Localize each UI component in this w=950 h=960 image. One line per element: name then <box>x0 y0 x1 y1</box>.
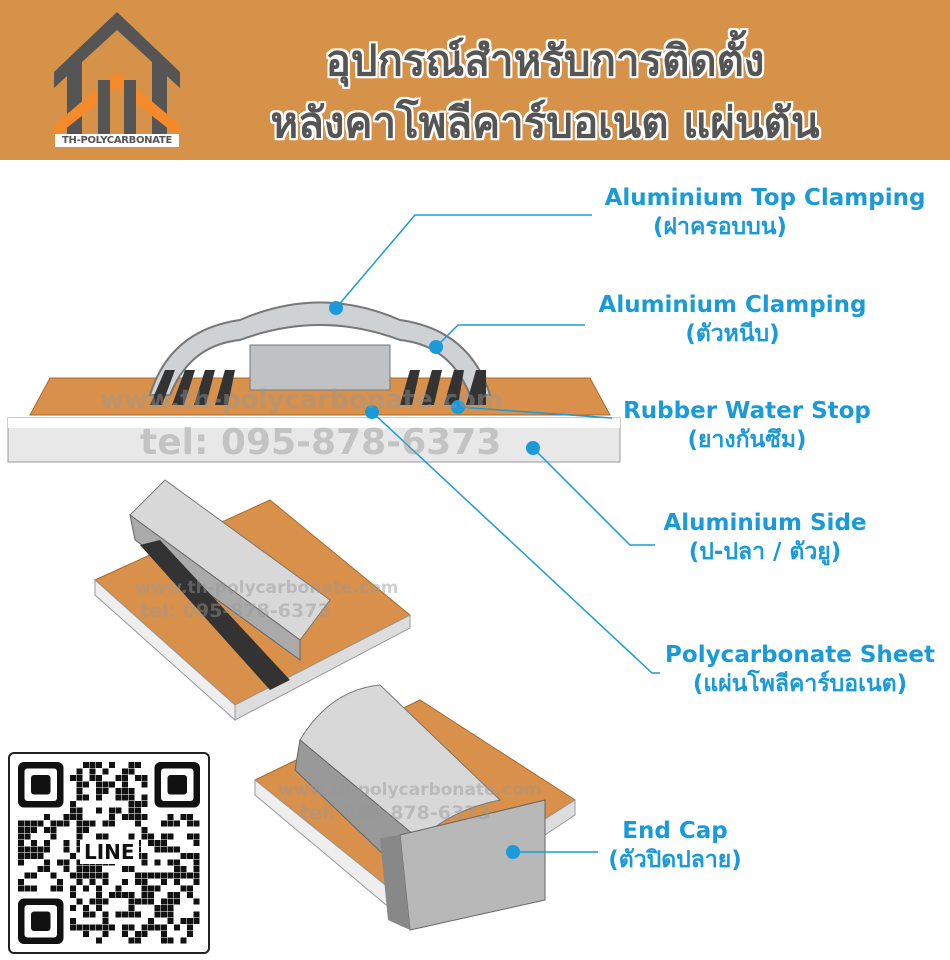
cross-section-diagram <box>7 301 621 463</box>
perspective-view-2 <box>254 684 576 931</box>
label-en: Aluminium Clamping <box>598 292 867 318</box>
qr-pattern-icon <box>18 762 200 944</box>
qr-line-label: LINE <box>80 840 139 864</box>
label-en: Polycarbonate Sheet <box>665 642 935 668</box>
page-title-line1: อุปกรณ์สำหรับการติดตั้ง <box>325 36 765 85</box>
label-th: (แผ่นโพลีคาร์บอเนต) <box>692 671 908 697</box>
logo-icon <box>54 12 180 138</box>
watermark-tel-3: tel: 095-878-6373 <box>300 802 491 824</box>
label-end-cap: End Cap (ตัวปิดปลาย) <box>590 817 760 875</box>
line-qr-code[interactable]: LINE <box>8 752 210 954</box>
label-en: Rubber Water Stop <box>623 398 871 424</box>
label-th: (ตัวปิดปลาย) <box>608 847 742 873</box>
label-en: Aluminium Side <box>663 510 867 536</box>
label-clamping: Aluminium Clamping (ตัวหนีบ) <box>580 291 885 349</box>
watermark-tel-2: tel: 095-878-6373 <box>140 600 331 622</box>
label-water-stop: Rubber Water Stop (ยางกันซึม) <box>612 397 882 455</box>
label-th: (ฝาครอบบน) <box>653 214 787 240</box>
header-banner: TH-POLYCARBONATE อุปกรณ์สำหรับการติดตั้ง… <box>0 0 950 160</box>
label-th: (ตัวหนีบ) <box>685 321 780 347</box>
page-title-line2: หลังคาโพลีคาร์บอเนต แผ่นตัน <box>270 98 820 147</box>
label-dots <box>329 301 540 859</box>
label-top-clamping: Aluminium Top Clamping (ฝาครอบบน) <box>585 184 945 242</box>
label-polycarbonate-sheet: Polycarbonate Sheet (แผ่นโพลีคาร์บอเนต) <box>655 641 945 699</box>
watermark-url-3: www.th-polycarbonate.com <box>278 780 542 800</box>
label-en: End Cap <box>622 818 728 844</box>
watermark-tel: tel: 095-878-6373 <box>140 422 502 463</box>
watermark-url: www.th-polycarbonate.com <box>100 385 503 415</box>
perspective-view-1 <box>94 479 411 722</box>
label-aluminium-side: Aluminium Side (ป-ปลา / ตัวยู) <box>650 509 880 567</box>
leader-lines <box>335 214 660 853</box>
label-en: Aluminium Top Clamping <box>604 185 926 211</box>
label-th: (ป-ปลา / ตัวยู) <box>688 539 842 565</box>
label-th: (ยางกันซึม) <box>687 427 807 453</box>
logo-text: TH-POLYCARBONATE <box>55 134 179 147</box>
watermark-url-2: www.th-polycarbonate.com <box>135 578 399 598</box>
